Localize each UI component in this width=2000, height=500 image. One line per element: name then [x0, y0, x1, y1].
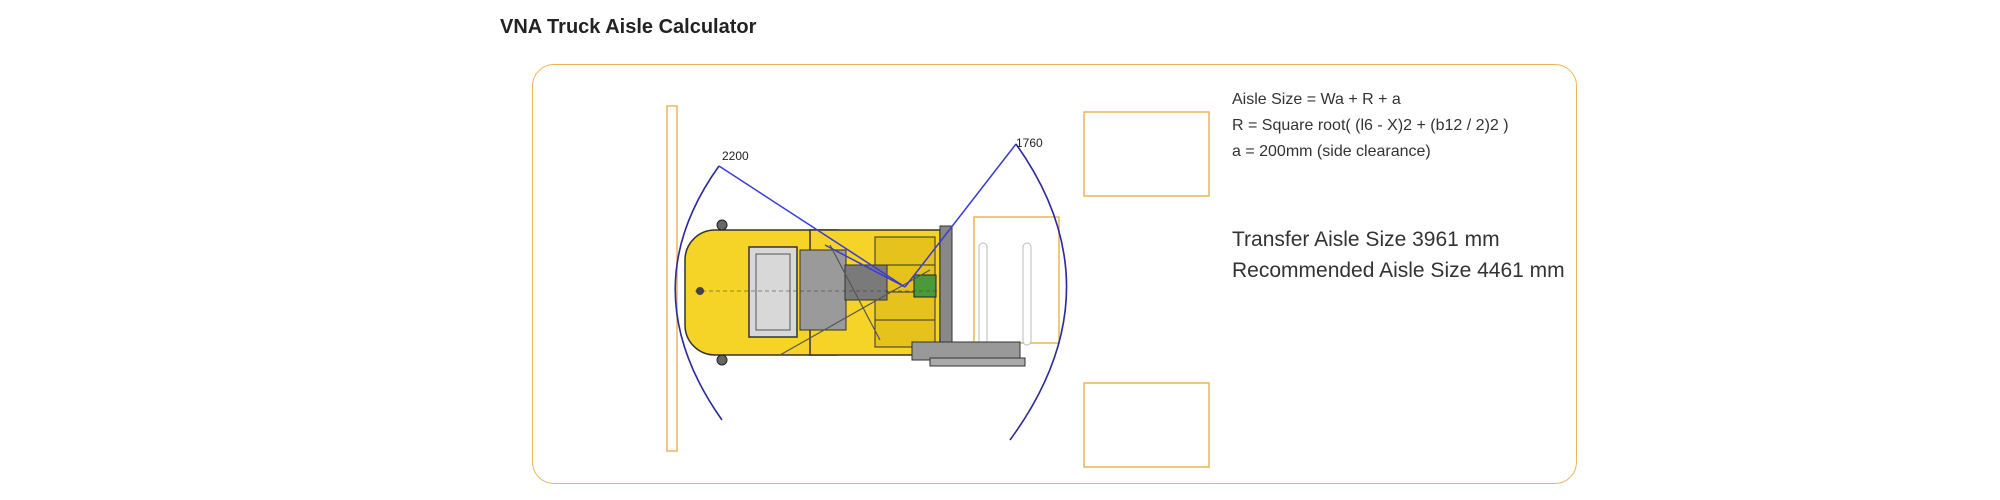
clearance-formula: a = 200mm (side clearance) — [1232, 143, 1431, 160]
left-swing-arc — [674, 165, 723, 421]
calculator-panel — [532, 64, 1577, 484]
forks — [973, 216, 1060, 346]
left-radius-label: 2200 — [722, 149, 749, 163]
left-wall — [666, 105, 678, 452]
aisle-formula: Aisle Size = Wa + R + a — [1232, 91, 1401, 108]
right-radius-label: 1760 — [1016, 136, 1043, 150]
rack-bottom — [1083, 382, 1210, 468]
right-swing-arc — [1009, 143, 1068, 441]
radius-formula: R = Square root( (l6 - X)2 + (b12 / 2)2 … — [1232, 117, 1509, 134]
recommended-aisle-result: Recommended Aisle Size 4461 mm — [1232, 259, 1565, 282]
vna-truck — [684, 219, 1026, 367]
page-title: VNA Truck Aisle Calculator — [500, 16, 757, 38]
rack-top — [1083, 111, 1210, 197]
radius-lines — [718, 143, 1017, 288]
transfer-aisle-result: Transfer Aisle Size 3961 mm — [1232, 228, 1500, 251]
